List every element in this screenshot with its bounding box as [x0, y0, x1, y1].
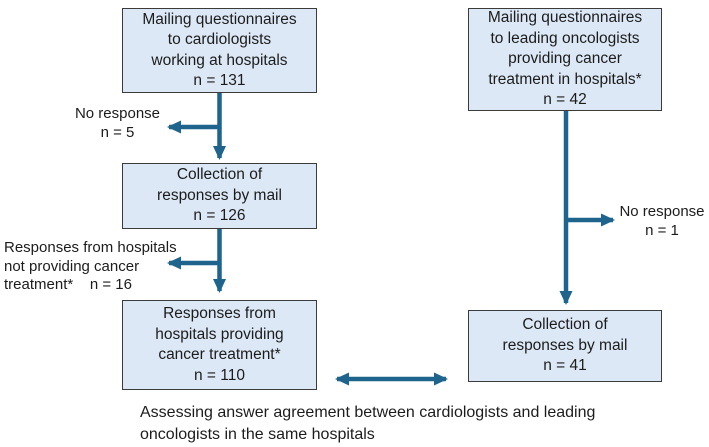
label-no-response-oncologists: No response n = 1	[619, 203, 705, 239]
diagram-caption: Assessing answer agreement between cardi…	[140, 404, 596, 443]
box-collection-oncologists: Collection of responses by mail n = 41	[468, 310, 662, 382]
box-mailing-cardiologists: Mailing questionnaires to cardiologists …	[122, 8, 317, 93]
box-final-cardiologists: Responses from hospitals providing cance…	[122, 300, 317, 390]
box-collection-cardiologists: Collection of responses by mail n = 126	[122, 163, 317, 229]
label-excluded-hospitals: Responses from hospitals not providing c…	[4, 239, 177, 293]
box-mailing-oncologists: Mailing questionnaires to leading oncolo…	[468, 8, 662, 111]
label-no-response-cardiologists: No response n = 5	[74, 105, 161, 141]
